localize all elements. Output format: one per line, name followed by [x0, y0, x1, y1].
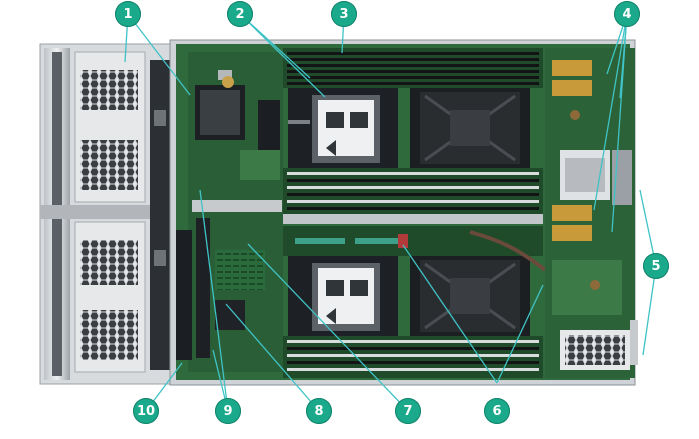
dimm-bank-top	[283, 48, 543, 88]
callout-2: 2	[227, 1, 253, 27]
mezzanine-connectors	[545, 48, 638, 378]
callout-10: 10	[133, 398, 159, 424]
system-board-left	[176, 52, 283, 372]
callout-3: 3	[331, 1, 357, 27]
dimm-bank-middle	[283, 168, 543, 256]
left-fan-cage	[39, 43, 171, 385]
processor-3-heatsink-removed	[288, 256, 398, 336]
callout-4: 4	[614, 1, 640, 27]
callout-5: 5	[643, 253, 669, 279]
callout-6: 6	[484, 398, 510, 424]
processor-4-heatsink	[410, 230, 547, 336]
processor-2-heatsink	[410, 88, 530, 168]
processor-1-heatsink-removed	[288, 88, 398, 168]
callout-1: 1	[115, 1, 141, 27]
callout-7: 7	[395, 398, 421, 424]
callout-8: 8	[306, 398, 332, 424]
callout-9: 9	[215, 398, 241, 424]
dimm-bank-bottom	[283, 336, 543, 378]
